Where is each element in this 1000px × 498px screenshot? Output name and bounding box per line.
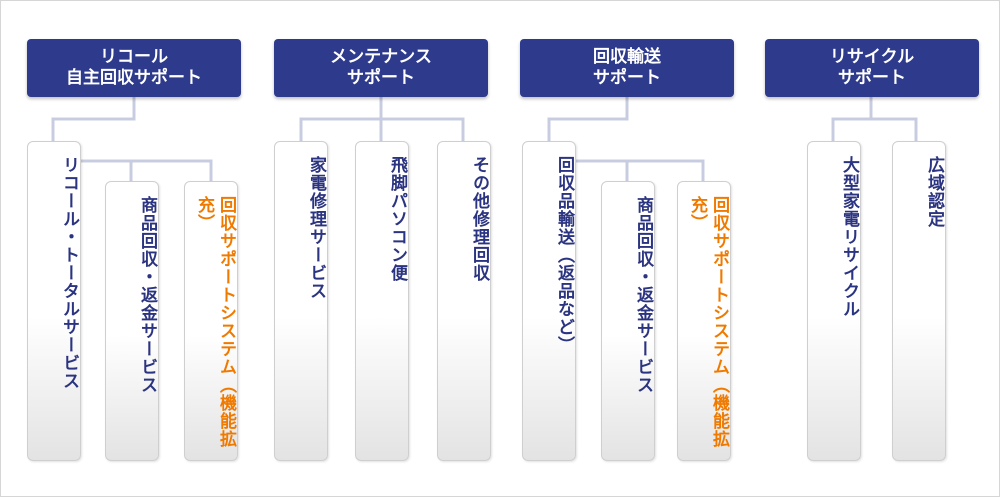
service-card: 回収サポートシステム（機能拡充） xyxy=(184,181,238,461)
connector-3b xyxy=(576,159,705,181)
connector-1b xyxy=(81,159,213,181)
header-transport-line2: サポート xyxy=(593,68,661,88)
service-card: 広域認定 xyxy=(892,141,946,461)
header-recycle-line2: サポート xyxy=(838,68,906,88)
header-recall: リコール 自主回収サポート xyxy=(27,39,241,97)
service-card: 飛脚パソコン便 xyxy=(355,141,409,461)
service-label: 商品回収・返金サービス xyxy=(137,196,157,394)
connector-4b xyxy=(833,117,918,141)
connector-3 xyxy=(547,97,629,141)
service-label: 家電修理サービス xyxy=(306,156,326,300)
header-maintenance-line2: サポート xyxy=(346,68,415,88)
service-card: 家電修理サービス xyxy=(274,141,328,461)
header-transport-line1: 回収輸送 xyxy=(593,47,661,67)
connector-1 xyxy=(51,97,136,141)
header-recycle: リサイクル サポート xyxy=(765,39,979,97)
service-card: 商品回収・返金サービス xyxy=(601,181,655,461)
header-recall-line1: リコール xyxy=(100,47,168,67)
service-card: 回収品輸送（返品など） xyxy=(522,141,576,461)
service-label: 広域認定 xyxy=(924,156,944,228)
service-label-highlight: 回収サポートシステム（機能拡充） xyxy=(687,196,729,448)
connector-2b xyxy=(299,117,465,141)
header-maintenance-line1: メンテナンス xyxy=(330,47,432,67)
service-card: 回収サポートシステム（機能拡充） xyxy=(677,181,731,461)
service-card: その他修理回収 xyxy=(437,141,491,461)
service-label-highlight: 回収サポートシステム（機能拡充） xyxy=(194,196,236,448)
header-transport: 回収輸送 サポート xyxy=(520,39,734,97)
service-card: リコール・トータルサービス xyxy=(27,141,81,461)
service-label: その他修理回収 xyxy=(469,156,489,282)
header-recall-line2: 自主回収サポート xyxy=(66,68,202,88)
service-card: 大型家電リサイクル xyxy=(807,141,861,461)
header-recycle-line1: リサイクル xyxy=(829,47,915,67)
service-label: 回収品輸送（返品など） xyxy=(554,156,574,354)
header-maintenance: メンテナンス サポート xyxy=(274,39,488,97)
service-label: 飛脚パソコン便 xyxy=(387,156,407,282)
service-card: 商品回収・返金サービス xyxy=(105,181,159,461)
service-label: 商品回収・返金サービス xyxy=(633,196,653,394)
service-label: リコール・トータルサービス xyxy=(59,156,79,390)
service-label: 大型家電リサイクル xyxy=(839,156,859,318)
